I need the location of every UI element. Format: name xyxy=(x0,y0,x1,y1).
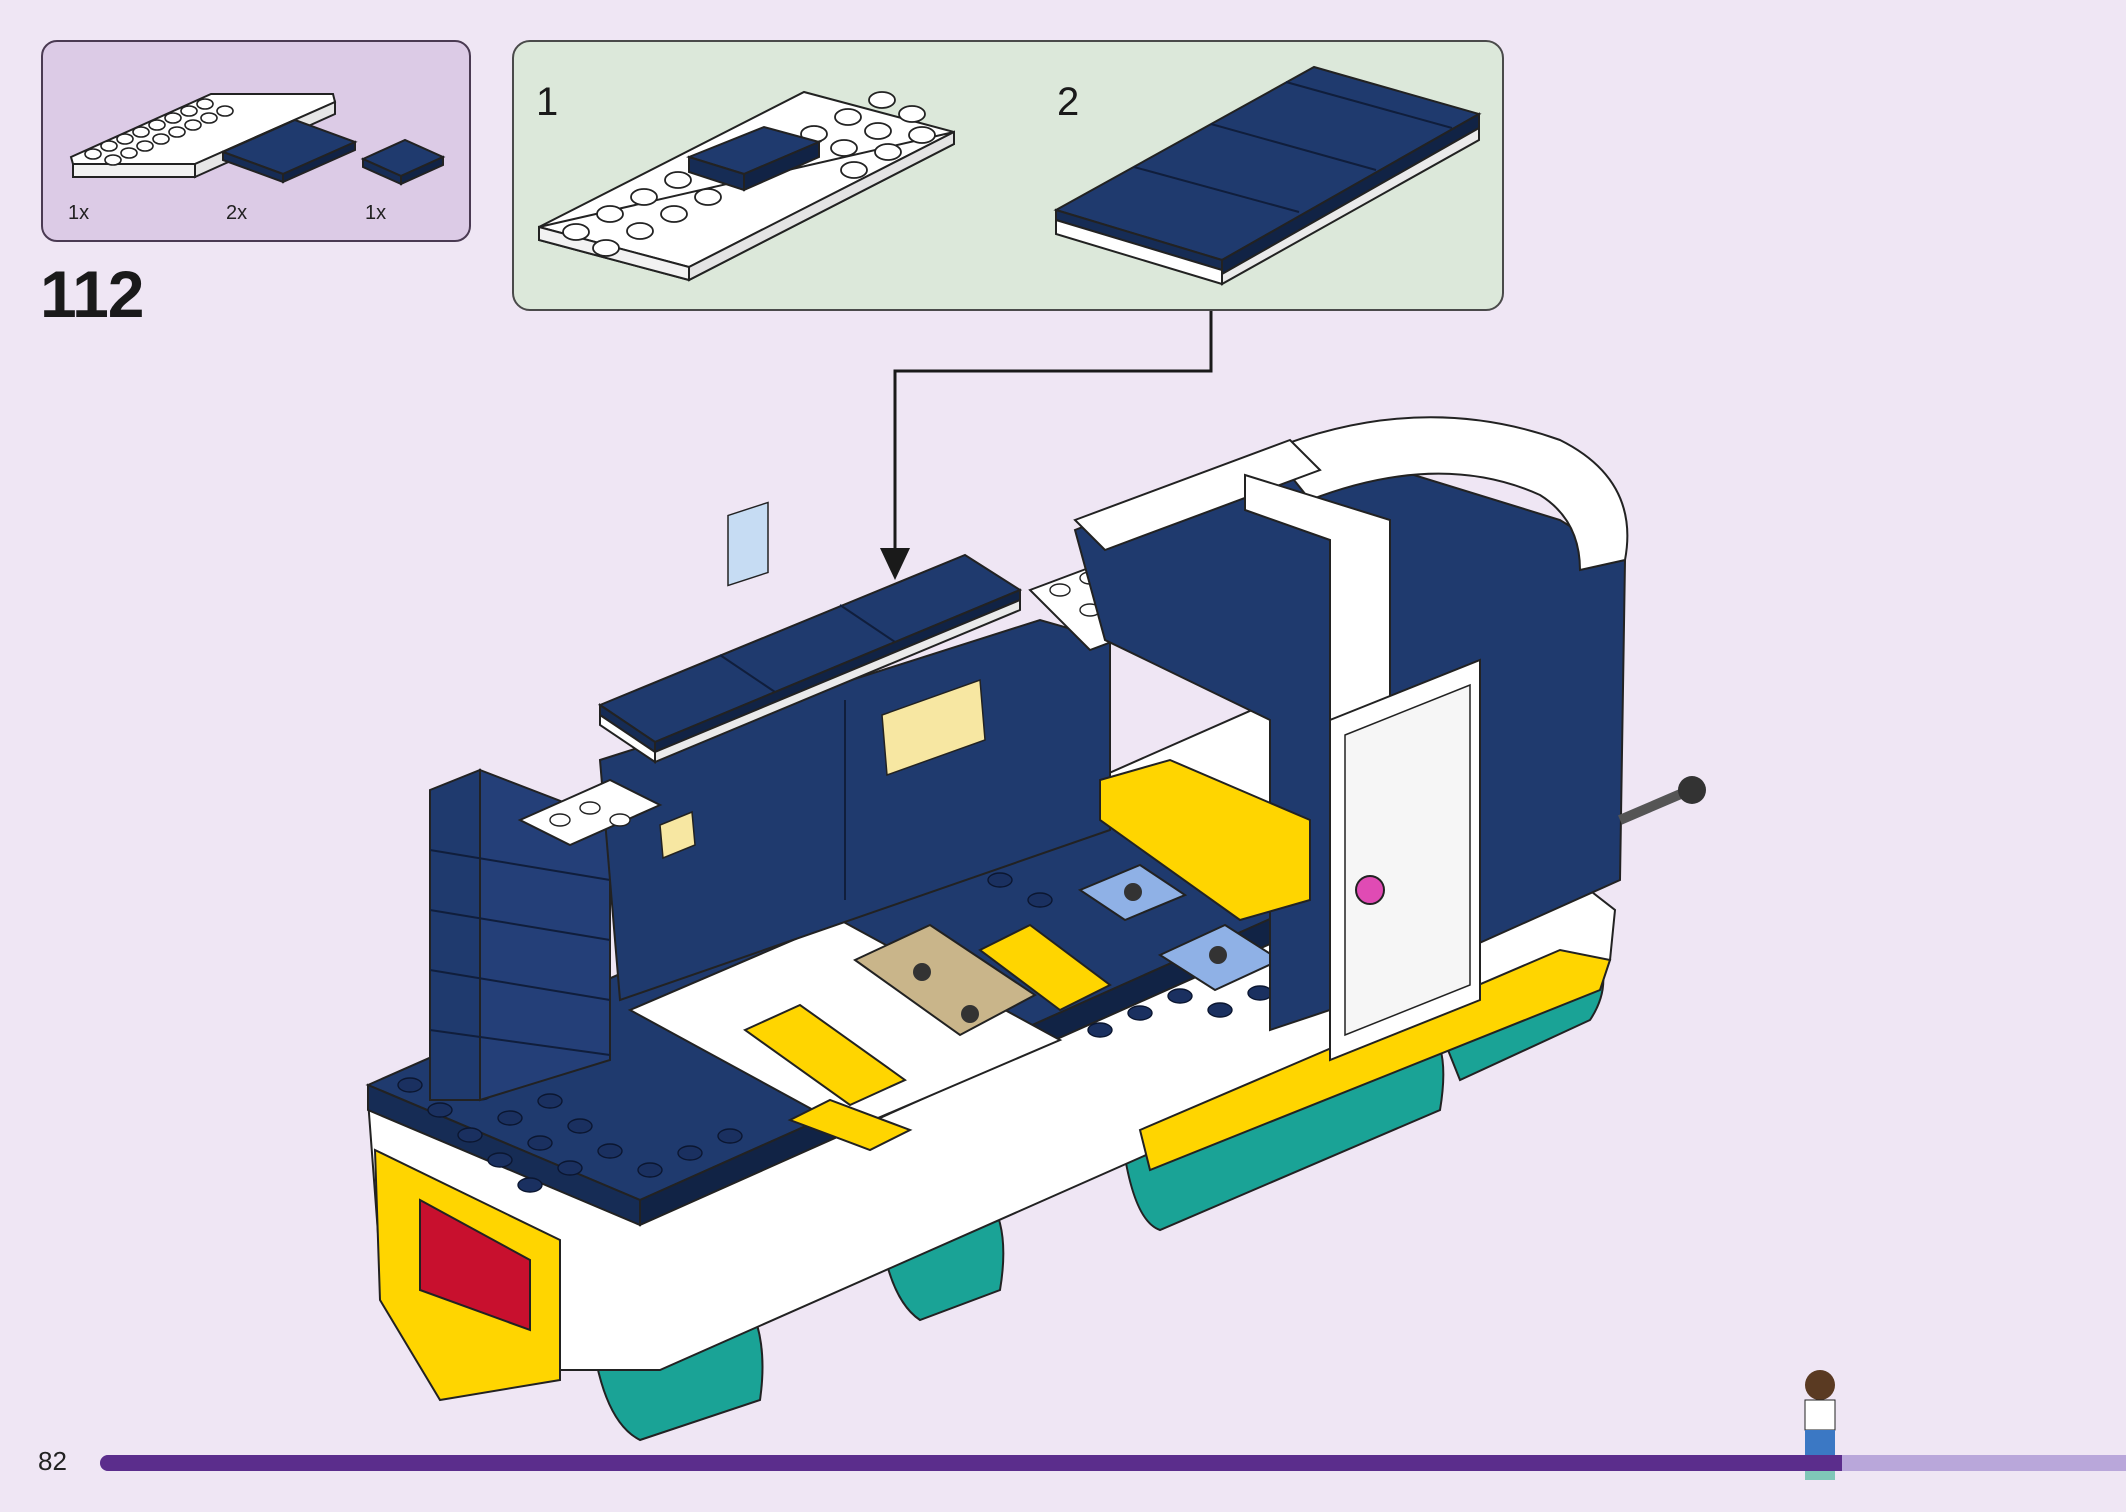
new-bench-assembly xyxy=(597,553,1023,764)
dark-blue-tile-2x2-part xyxy=(360,138,446,186)
back-wall xyxy=(598,501,1111,1002)
door-knob xyxy=(1355,875,1385,905)
trailer-floor xyxy=(365,778,1338,1227)
page-number: 82 xyxy=(38,1446,67,1476)
poster-sticker xyxy=(881,678,986,777)
callout-illustration xyxy=(538,65,1482,286)
substep-label-1: 1 xyxy=(536,80,559,124)
substep-2-assembly xyxy=(1053,65,1482,286)
note-sticker xyxy=(659,810,696,860)
part-qty-tile-2x4: 2x xyxy=(226,202,248,224)
step-number: 112 xyxy=(40,257,144,331)
progress-bar xyxy=(100,1455,2126,1471)
substep-label-2: 2 xyxy=(1057,80,1080,124)
parts-illustration xyxy=(69,93,446,186)
dark-blue-tile-2x4-part xyxy=(220,118,358,184)
part-qty-white-plate: 1x xyxy=(68,202,90,224)
progress-bar-fill xyxy=(100,1455,1843,1471)
minifigure xyxy=(1804,1370,1836,1480)
cabin xyxy=(1073,416,1706,1062)
trophy-sticker xyxy=(727,501,769,587)
substep-1-assembly xyxy=(538,90,955,282)
sub-assembly-callout: 1 2 xyxy=(512,40,1504,311)
parts-list-box: 1x 2x 1x xyxy=(41,40,471,242)
part-qty-tile-2x2: 1x xyxy=(365,202,387,224)
